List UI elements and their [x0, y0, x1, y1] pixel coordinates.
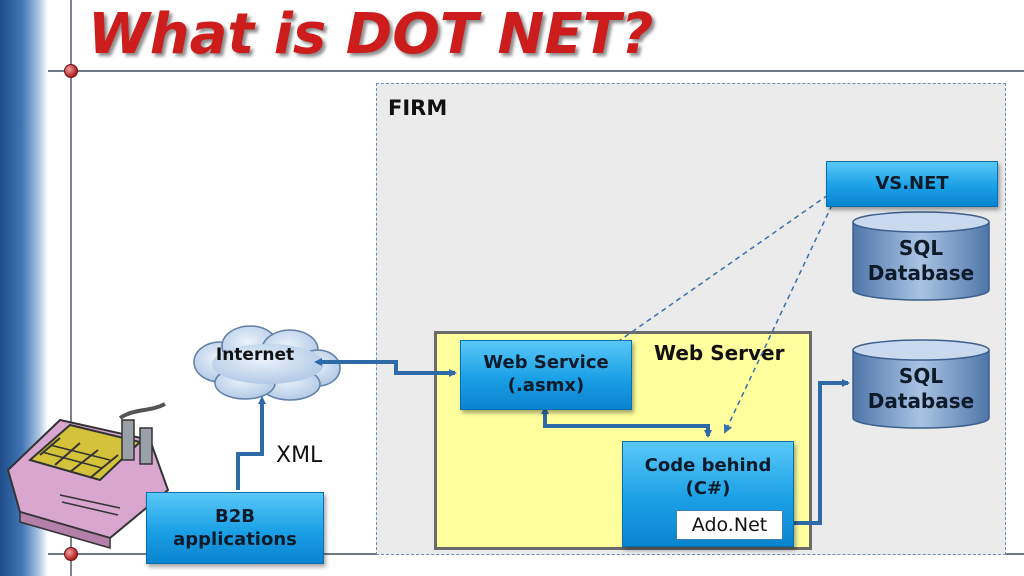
internet-label: Internet: [215, 345, 295, 365]
sql-database-1-line2: Database: [867, 261, 975, 285]
sql-database-label-2: SQL Database: [853, 364, 989, 414]
internet-webservice-connector: [314, 358, 457, 377]
web-service-subtitle: (.asmx): [507, 375, 585, 396]
top-rule-knob: [64, 64, 78, 78]
firm-label: FIRM: [388, 96, 448, 120]
sql-database-label-1: SQL Database: [853, 236, 989, 286]
vsnet-codebehind-dashed-arrow: [723, 204, 833, 434]
code-behind-subtitle: (C#): [685, 478, 731, 499]
top-rule: [48, 70, 1024, 72]
xml-label: XML: [276, 443, 323, 468]
vs-net-box[interactable]: VS.NET: [826, 161, 998, 207]
b2b-subtitle: applications: [173, 529, 297, 550]
web-service-box[interactable]: Web Service (.asmx): [460, 340, 632, 410]
ado-database-connector: [783, 379, 850, 527]
sql-database-icon-2: [852, 339, 990, 429]
sql-database-icon-1: [852, 211, 990, 301]
ado-net-box[interactable]: Ado.Net: [676, 510, 783, 540]
webservice-codebehind-connector: [541, 406, 712, 438]
slide-title: What is DOT NET?: [88, 2, 654, 67]
code-behind-box[interactable]: Code behind (C#): [622, 441, 794, 547]
sql-database-2-line1: SQL: [898, 364, 944, 388]
b2b-applications-box[interactable]: B2B applications: [146, 492, 324, 564]
code-behind-title: Code behind: [644, 455, 772, 476]
vsnet-webservice-dashed-arrow: [604, 194, 829, 352]
internet-b2b-connector: [236, 396, 266, 490]
factory-icon: [6, 402, 170, 549]
vertical-rule: [70, 0, 72, 576]
sql-database-1-line1: SQL: [898, 236, 944, 260]
web-service-title: Web Service: [483, 352, 609, 373]
bottom-rule-knob: [64, 547, 78, 561]
b2b-title: B2B: [215, 506, 255, 527]
sql-database-2-line2: Database: [867, 389, 975, 413]
